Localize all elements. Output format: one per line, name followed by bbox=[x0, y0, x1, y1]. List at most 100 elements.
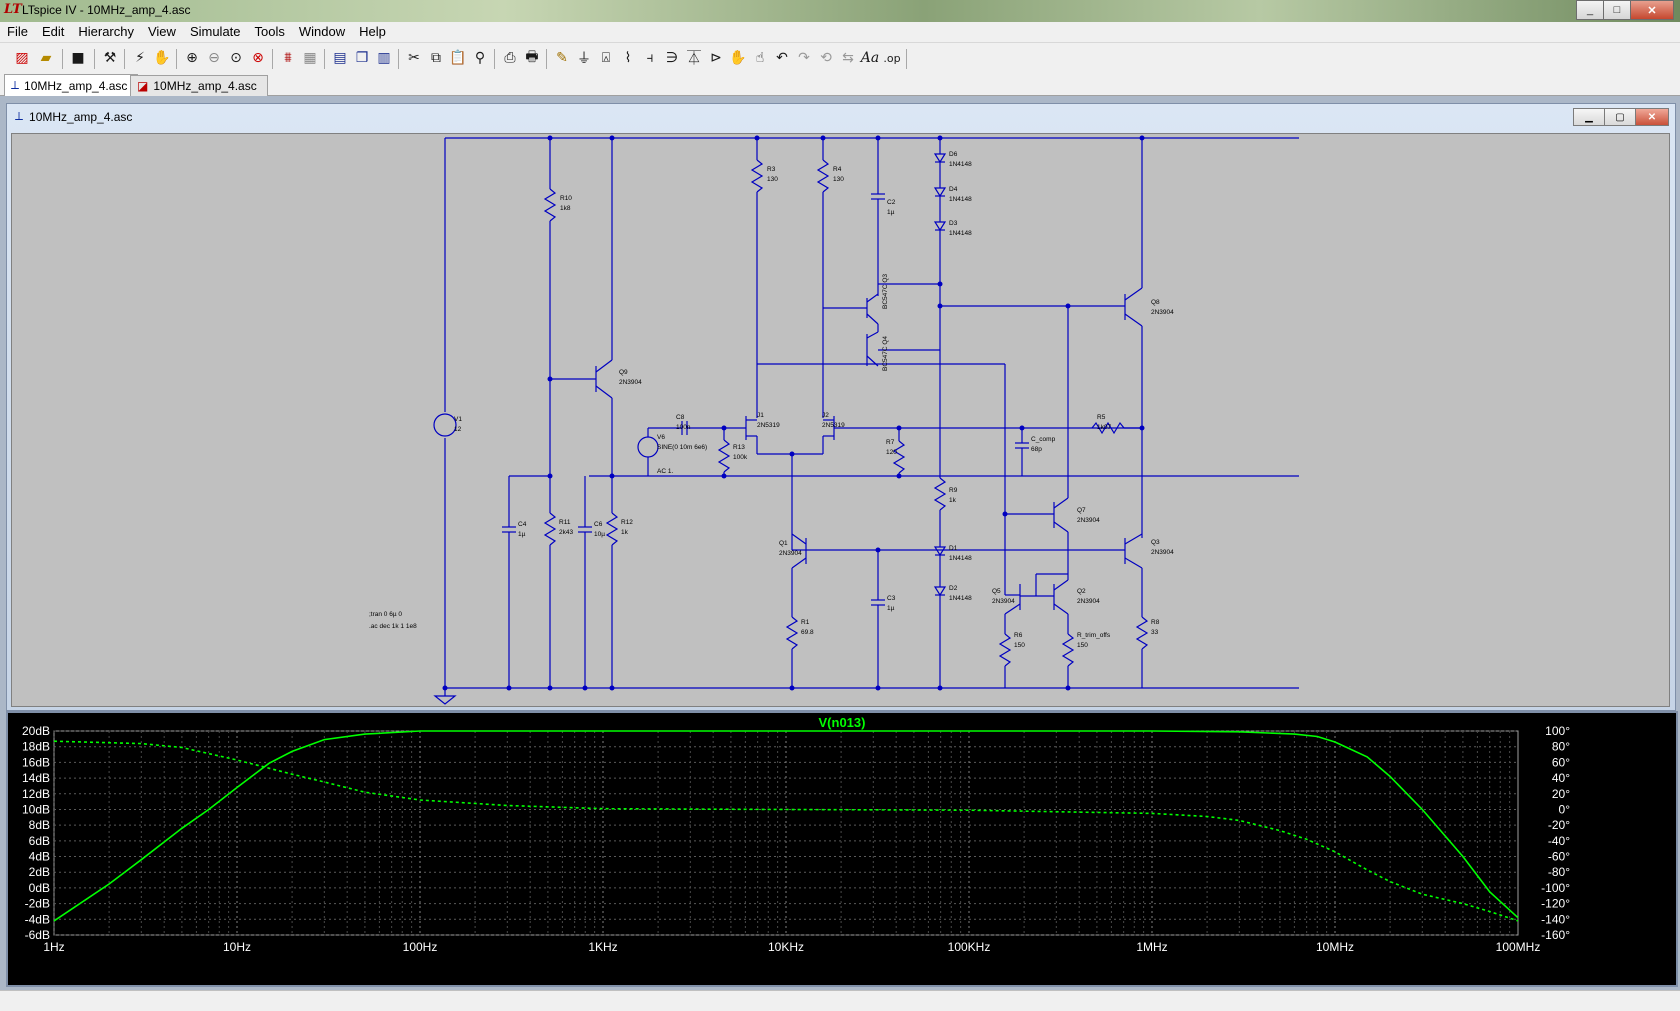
component-ref[interactable]: V6 bbox=[657, 434, 665, 441]
component-value[interactable]: 1N4148 bbox=[949, 595, 972, 602]
component-value[interactable]: 2N5319 bbox=[757, 422, 780, 429]
new-schematic-icon[interactable]: ▨ bbox=[15, 50, 29, 66]
component-value[interactable]: 1N4148 bbox=[949, 161, 972, 168]
print-icon[interactable]: 🖶 bbox=[525, 49, 539, 65]
component-ref[interactable]: D3 bbox=[949, 220, 958, 227]
component-value[interactable]: 2N3904 bbox=[779, 550, 802, 557]
tab-waveform[interactable]: ◪ 10MHz_amp_4.asc bbox=[130, 75, 268, 96]
component-value[interactable]: 1N4148 bbox=[949, 230, 972, 237]
component-value[interactable]: 100n bbox=[676, 424, 691, 431]
component-value[interactable]: 2N3904 bbox=[1077, 598, 1100, 605]
cut-icon[interactable]: ✂ bbox=[408, 50, 420, 66]
component-ref[interactable]: R5 bbox=[1097, 414, 1106, 421]
component-value[interactable]: 2N3904 bbox=[1151, 309, 1174, 316]
tab-schematic[interactable]: ⟂ 10MHz_amp_4.asc bbox=[4, 74, 138, 96]
component-value[interactable]: 10µ bbox=[594, 531, 605, 538]
component-ref[interactable]: C3 bbox=[887, 595, 896, 602]
print-setup-icon[interactable]: ⎙ bbox=[504, 50, 516, 66]
component-ref[interactable]: Q8 bbox=[1151, 299, 1160, 306]
component-ref[interactable]: C2 bbox=[887, 199, 896, 206]
component-value[interactable]: 69.8 bbox=[801, 629, 814, 636]
component-ref[interactable]: Q1 bbox=[779, 540, 788, 547]
cascade-icon[interactable]: ❐ bbox=[355, 50, 369, 66]
component-ref[interactable]: R11 bbox=[559, 519, 571, 526]
component-ref[interactable]: R12 bbox=[621, 519, 633, 526]
component-value[interactable]: 2N3904 bbox=[1151, 549, 1174, 556]
component-value[interactable]: 1k8 bbox=[560, 205, 571, 212]
minimize-button[interactable]: _ bbox=[1576, 0, 1604, 20]
component-value[interactable]: 2N3904 bbox=[992, 598, 1015, 605]
component-value[interactable]: 1µ bbox=[518, 531, 526, 538]
component-ref[interactable]: R3 bbox=[767, 166, 776, 173]
component-value[interactable]: 1k bbox=[621, 529, 629, 536]
resistor-icon[interactable]: ⌇ bbox=[624, 50, 632, 66]
menu-tools[interactable]: Tools bbox=[254, 24, 285, 39]
component-value[interactable]: 130 bbox=[833, 176, 844, 183]
spice-directive-icon[interactable]: .op bbox=[883, 51, 901, 65]
component-ref[interactable]: C6 bbox=[594, 521, 603, 528]
component-label[interactable]: BC547C Q3 bbox=[882, 274, 889, 309]
component-value[interactable]: 2N3904 bbox=[1077, 517, 1100, 524]
component-ref[interactable]: J2 bbox=[822, 412, 829, 419]
run-icon[interactable]: ⚡ bbox=[135, 50, 145, 66]
menu-simulate[interactable]: Simulate bbox=[189, 24, 241, 39]
component-ref[interactable]: Q3 bbox=[1151, 539, 1160, 546]
component-ref[interactable]: C_comp bbox=[1031, 436, 1056, 443]
component-label[interactable]: BC547C Q4 bbox=[882, 336, 889, 371]
component-ref[interactable]: C8 bbox=[676, 414, 685, 421]
mirror-icon[interactable]: ⇆ bbox=[842, 50, 854, 66]
component-ref[interactable]: J1 bbox=[757, 412, 764, 419]
schematic-minimize-button[interactable]: ▁ bbox=[1573, 108, 1605, 126]
open-icon[interactable]: ▰ bbox=[40, 50, 52, 66]
component-value[interactable]: AC 1. bbox=[657, 468, 673, 475]
close-button[interactable]: ✕ bbox=[1630, 0, 1674, 20]
halt-icon[interactable]: ✋ bbox=[153, 50, 171, 66]
component-value[interactable]: 150 bbox=[1014, 642, 1025, 649]
component-ref[interactable]: R_trim_offs bbox=[1077, 632, 1111, 639]
component-ref[interactable]: Q5 bbox=[992, 588, 1001, 595]
component-ref[interactable]: Q2 bbox=[1077, 588, 1086, 595]
menu-file[interactable]: File bbox=[7, 24, 28, 39]
component-value[interactable]: 1N4148 bbox=[949, 196, 972, 203]
component-ref[interactable]: D1 bbox=[949, 545, 958, 552]
component-ref[interactable]: R4 bbox=[833, 166, 842, 173]
component-ref[interactable]: R7 bbox=[886, 439, 895, 446]
component-ref[interactable]: R8 bbox=[1151, 619, 1160, 626]
component-ref[interactable]: Q7 bbox=[1077, 507, 1086, 514]
diode-icon[interactable]: ⏄ bbox=[687, 51, 701, 67]
menu-view[interactable]: View bbox=[147, 24, 176, 39]
component-ref[interactable]: R10 bbox=[560, 195, 572, 202]
control-panel-icon[interactable]: ⚒ bbox=[103, 50, 117, 66]
component-value[interactable]: 2N5319 bbox=[822, 422, 845, 429]
schematic-close-button[interactable]: ✕ bbox=[1635, 108, 1669, 126]
component-value[interactable]: 130 bbox=[767, 176, 778, 183]
save-icon[interactable]: ■ bbox=[71, 50, 85, 66]
drag-icon[interactable]: ☝ bbox=[755, 50, 765, 66]
find-icon[interactable]: ⚲ bbox=[474, 50, 486, 66]
inductor-icon[interactable]: ∋ bbox=[665, 50, 679, 66]
autorange-icon[interactable]: ⩩ bbox=[284, 50, 292, 66]
grid-icon[interactable]: ▦ bbox=[303, 50, 317, 66]
component-ref[interactable]: R1 bbox=[801, 619, 810, 626]
rotate-icon[interactable]: ⟲ bbox=[820, 50, 832, 66]
component-value[interactable]: 120 bbox=[886, 449, 897, 456]
ground-icon[interactable]: ⏚ bbox=[577, 51, 591, 67]
spice-directive[interactable]: .ac dec 1k 1 1e8 bbox=[369, 623, 417, 630]
component-ref[interactable]: D6 bbox=[949, 151, 958, 158]
component-value[interactable]: 12 bbox=[454, 426, 462, 433]
component-icon[interactable]: ⊳ bbox=[710, 50, 722, 66]
component-ref[interactable]: V1 bbox=[454, 416, 462, 423]
zoom-fit-icon[interactable]: ⊙ bbox=[230, 50, 242, 66]
zoom-in-icon[interactable]: ⊕ bbox=[186, 50, 198, 66]
move-icon[interactable]: ✋ bbox=[729, 50, 747, 66]
component-ref[interactable]: Q9 bbox=[619, 369, 628, 376]
component-value[interactable]: 1N4148 bbox=[949, 555, 972, 562]
component-value[interactable]: SINE(0 10m 6e6) bbox=[657, 444, 707, 451]
menu-hierarchy[interactable]: Hierarchy bbox=[78, 24, 134, 39]
wire-icon[interactable]: ✎ bbox=[556, 50, 568, 66]
copy-icon[interactable]: ⧉ bbox=[431, 50, 441, 66]
component-value[interactable]: 1µ bbox=[887, 209, 895, 216]
redo-icon[interactable]: ↷ bbox=[798, 50, 810, 66]
component-value[interactable]: 1k07 bbox=[1097, 424, 1111, 431]
